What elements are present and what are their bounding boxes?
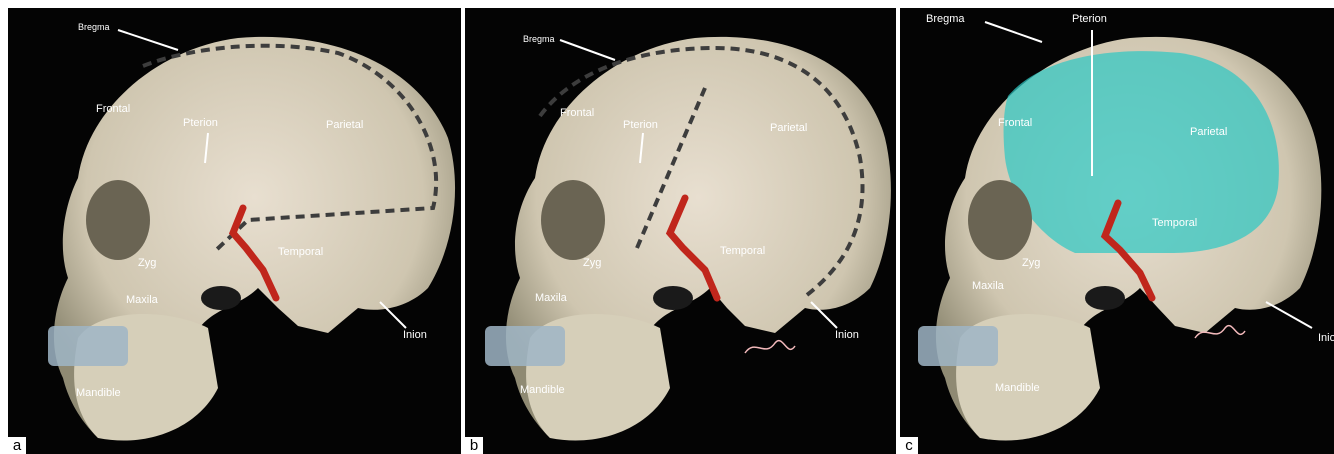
inion-arrow [1266, 302, 1312, 328]
skull-illustration-b: Bregma Pterion Frontal Parietal Temporal… [465, 8, 896, 454]
mandible-label: Mandible [520, 384, 565, 396]
temporal-label: Temporal [1152, 217, 1197, 229]
inion-label: Inion [1318, 332, 1334, 344]
panel-letter: a [8, 437, 26, 454]
zyg-label: Zyg [138, 257, 156, 269]
temporal-label: Temporal [278, 246, 323, 258]
panel-letter: c [900, 437, 918, 454]
frontal-label: Frontal [96, 103, 130, 115]
temporal-label: Temporal [720, 245, 765, 257]
eye-orbit [968, 180, 1032, 260]
skull-illustration-a: Bregma Pterion Frontal Parietal Temporal… [8, 8, 461, 454]
bregma-label: Bregma [78, 22, 110, 32]
zyg-label: Zyg [1022, 257, 1040, 269]
bregma-label: Bregma [926, 13, 965, 25]
parietal-label: Parietal [326, 119, 363, 131]
signature-mark [745, 341, 795, 353]
maxila-label: Maxila [972, 280, 1005, 292]
inion-label: Inion [403, 329, 427, 341]
inion-label: Inion [835, 329, 859, 341]
pterion-label: Pterion [623, 119, 658, 131]
teeth [485, 326, 565, 366]
frontal-label: Frontal [560, 107, 594, 119]
frontal-label: Frontal [998, 117, 1032, 129]
maxila-label: Maxila [535, 292, 568, 304]
bregma-arrow [560, 40, 615, 60]
ear-canal [653, 286, 693, 310]
mandible-label: Mandible [76, 387, 121, 399]
bregma-arrow [118, 30, 178, 50]
teeth [918, 326, 998, 366]
bregma-label: Bregma [523, 34, 555, 44]
bregma-arrow [985, 22, 1042, 42]
parietal-label: Parietal [770, 122, 807, 134]
ear-canal [201, 286, 241, 310]
eye-orbit [86, 180, 150, 260]
panel-b: Bregma Pterion Frontal Parietal Temporal… [465, 8, 896, 454]
pterion-label: Pterion [183, 117, 218, 129]
panel-letter: b [465, 437, 483, 454]
ear-canal [1085, 286, 1125, 310]
teeth [48, 326, 128, 366]
skull-illustration-c: Bregma Pterion Frontal Parietal Temporal… [900, 8, 1334, 454]
maxila-label: Maxila [126, 294, 159, 306]
mandible-label: Mandible [995, 382, 1040, 394]
eye-orbit [541, 180, 605, 260]
parietal-label: Parietal [1190, 126, 1227, 138]
panel-c: Bregma Pterion Frontal Parietal Temporal… [900, 8, 1334, 454]
craniotomy-overlay [1004, 51, 1279, 253]
pterion-label: Pterion [1072, 13, 1107, 25]
panel-a: Bregma Pterion Frontal Parietal Temporal… [8, 8, 461, 454]
zyg-label: Zyg [583, 257, 601, 269]
